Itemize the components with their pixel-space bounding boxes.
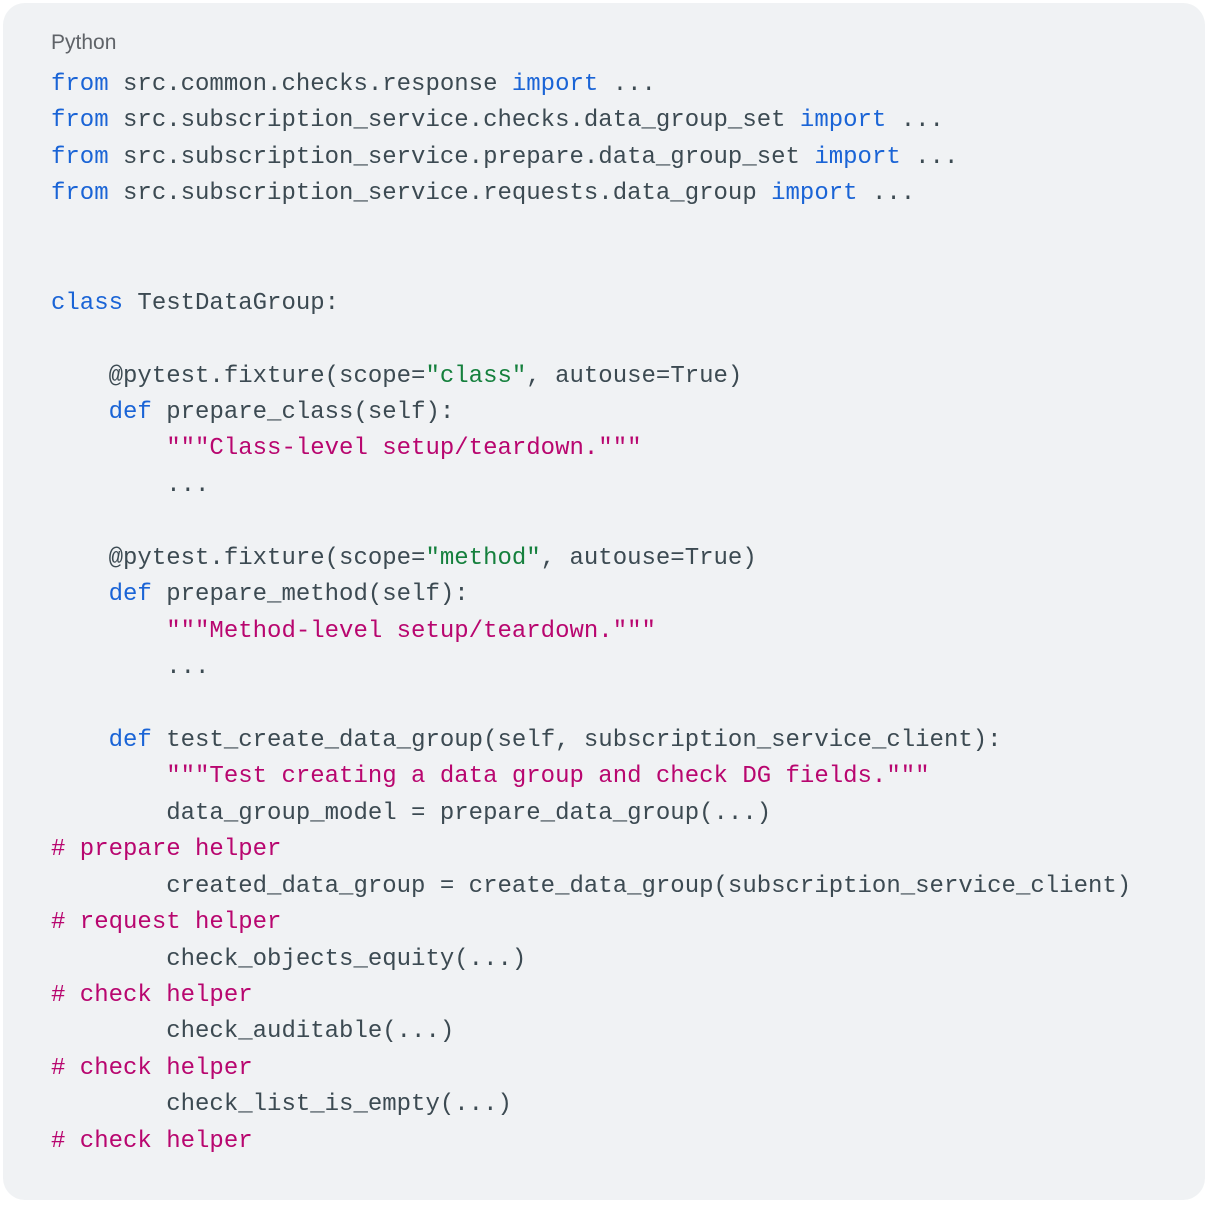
code-text: check_objects_equity(...) bbox=[51, 945, 527, 973]
comment: # check helper bbox=[51, 981, 253, 1009]
code-line: data_group_model = prepare_data_group(..… bbox=[51, 796, 1131, 832]
code-line: @pytest.fixture(scope="method", autouse=… bbox=[51, 541, 1131, 577]
code-text bbox=[51, 618, 166, 645]
code-text bbox=[51, 435, 166, 462]
keyword: from bbox=[51, 107, 109, 135]
code-text: ... bbox=[900, 143, 959, 171]
code-line: # prepare helper bbox=[51, 832, 1131, 868]
code-line: def prepare_method(self): bbox=[51, 577, 1131, 613]
code-text: prepare_method(self): bbox=[151, 581, 469, 609]
code-text: src.subscription_service.requests.data_g… bbox=[108, 180, 772, 208]
docstring: """Test creating a data group and check … bbox=[166, 763, 930, 791]
keyword: def bbox=[108, 398, 152, 426]
docstring: """Class-level setup/teardown.""" bbox=[166, 435, 642, 463]
code-line: # check helper bbox=[51, 1124, 1131, 1160]
code-line bbox=[51, 322, 1131, 358]
code-line: from src.subscription_service.requests.d… bbox=[51, 176, 1131, 212]
code-text: data_group_model = prepare_data_group(..… bbox=[51, 799, 772, 827]
code-text: ... bbox=[51, 654, 210, 681]
code-line: from src.subscription_service.checks.dat… bbox=[51, 103, 1131, 139]
code-line: """Class-level setup/teardown.""" bbox=[51, 431, 1131, 467]
keyword: from bbox=[51, 143, 109, 171]
string-literal: "method" bbox=[425, 544, 541, 572]
keyword: import bbox=[771, 180, 858, 208]
code-text: , autouse=True) bbox=[540, 544, 757, 572]
docstring: """Method-level setup/teardown.""" bbox=[166, 617, 656, 645]
string-literal: "class" bbox=[425, 362, 527, 390]
code-text: ... bbox=[598, 71, 656, 98]
code-text: check_list_is_empty(...) bbox=[51, 1091, 512, 1119]
code-text: prepare_class(self): bbox=[151, 398, 455, 426]
code-text: src.common.checks.response bbox=[108, 71, 512, 98]
code-text: , autouse=True) bbox=[526, 362, 743, 390]
keyword: import bbox=[799, 107, 887, 135]
code-line bbox=[51, 249, 1131, 285]
code-line: class TestDataGroup: bbox=[51, 286, 1131, 322]
code-line: @pytest.fixture(scope="class", autouse=T… bbox=[51, 359, 1131, 395]
code-line: """Method-level setup/teardown.""" bbox=[51, 614, 1131, 650]
code-text: @pytest.fixture(scope= bbox=[51, 362, 426, 390]
code-line: def test_create_data_group(self, subscri… bbox=[51, 723, 1131, 759]
code-text: ... bbox=[886, 107, 944, 135]
code-line: ... bbox=[51, 468, 1131, 504]
code-text: @pytest.fixture(scope= bbox=[51, 544, 426, 572]
code-text: TestDataGroup: bbox=[123, 289, 340, 317]
code-text: src.subscription_service.checks.data_gro… bbox=[108, 107, 800, 135]
keyword: def bbox=[108, 581, 152, 609]
code-line bbox=[51, 686, 1131, 722]
comment: # request helper bbox=[51, 909, 282, 937]
code-line: ... bbox=[51, 650, 1131, 686]
code-line bbox=[51, 504, 1131, 540]
code-block: Python from src.common.checks.response i… bbox=[3, 3, 1205, 1200]
code-text bbox=[51, 581, 109, 608]
keyword: def bbox=[108, 726, 152, 754]
code-line: def prepare_class(self): bbox=[51, 395, 1131, 431]
comment: # prepare helper bbox=[51, 836, 282, 864]
code-text: test_create_data_group(self, subscriptio… bbox=[151, 726, 1002, 754]
code-content[interactable]: from src.common.checks.response import .… bbox=[51, 67, 1131, 1160]
comment: # check helper bbox=[51, 1127, 253, 1155]
code-line: created_data_group = create_data_group(s… bbox=[51, 869, 1131, 905]
code-line: from src.common.checks.response import .… bbox=[51, 67, 1131, 103]
code-text bbox=[51, 399, 109, 426]
code-text: src.subscription_service.prepare.data_gr… bbox=[108, 143, 815, 171]
code-line: check_auditable(...) bbox=[51, 1014, 1131, 1050]
code-line: from src.subscription_service.prepare.da… bbox=[51, 140, 1131, 176]
keyword: import bbox=[814, 143, 901, 171]
code-line: """Test creating a data group and check … bbox=[51, 759, 1131, 795]
code-line: check_list_is_empty(...) bbox=[51, 1087, 1131, 1123]
code-text: ... bbox=[51, 471, 210, 499]
code-line: check_objects_equity(...) bbox=[51, 942, 1131, 978]
keyword: from bbox=[51, 180, 109, 208]
keyword: class bbox=[51, 289, 124, 317]
code-text: check_auditable(...) bbox=[51, 1018, 455, 1046]
code-line bbox=[51, 213, 1131, 249]
code-line: # check helper bbox=[51, 978, 1131, 1014]
code-text bbox=[51, 727, 109, 754]
code-line: # check helper bbox=[51, 1051, 1131, 1087]
code-text: ... bbox=[857, 180, 916, 208]
code-text: created_data_group = create_data_group(s… bbox=[51, 872, 1132, 900]
code-text bbox=[51, 763, 166, 790]
code-line: # request helper bbox=[51, 905, 1131, 941]
keyword: import bbox=[511, 71, 599, 98]
keyword: from bbox=[51, 71, 109, 98]
language-label: Python bbox=[51, 31, 117, 54]
comment: # check helper bbox=[51, 1054, 253, 1082]
